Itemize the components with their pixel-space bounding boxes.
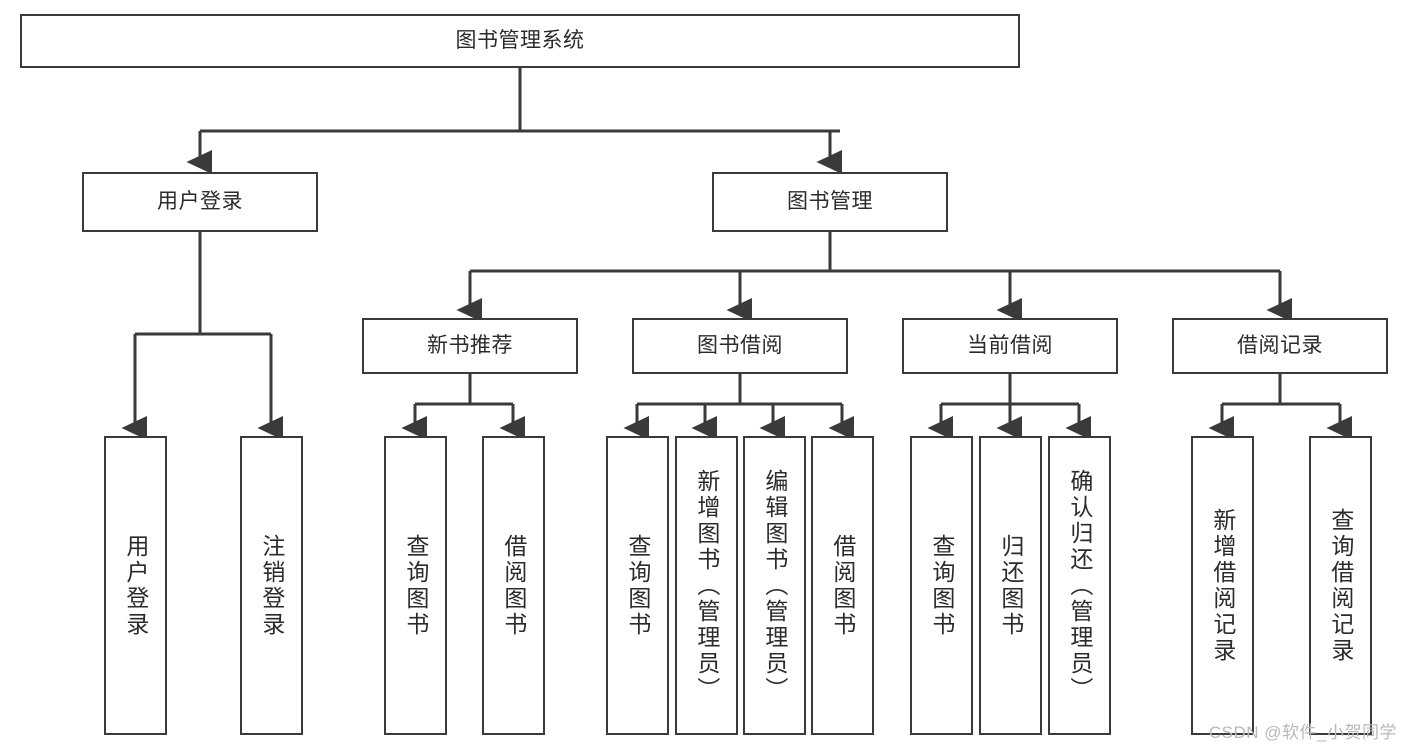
leaf-new-book-query-books[interactable]: 查询图书 (384, 436, 447, 735)
leaf-book-borrow-borrow-books[interactable]: 借阅图书 (811, 436, 874, 735)
leaf-current-borrow-return-books[interactable]: 归还图书 (979, 436, 1042, 735)
csdn-watermark: CSDN @软件_小贺同学 (1208, 723, 1397, 742)
node-new-book-recommendation[interactable]: 新书推荐 (362, 318, 578, 374)
leaf-current-borrow-confirm-return-admin[interactable]: 确认归还（管理员） (1048, 436, 1111, 735)
node-book-management[interactable]: 图书管理 (712, 172, 948, 232)
leaf-book-borrow-add-book-admin[interactable]: 新增图书（管理员） (675, 436, 738, 735)
leaf-new-book-borrow-books[interactable]: 借阅图书 (482, 436, 545, 735)
node-borrowing-record[interactable]: 借阅记录 (1172, 318, 1388, 374)
leaf-book-borrow-query-books[interactable]: 查询图书 (606, 436, 669, 735)
node-current-borrowing[interactable]: 当前借阅 (902, 318, 1118, 374)
leaf-borrow-record-query-record[interactable]: 查询借阅记录 (1309, 436, 1372, 735)
node-user-login[interactable]: 用户登录 (82, 172, 318, 232)
leaf-user-login-signin[interactable]: 用户登录 (104, 436, 167, 735)
node-book-borrowing[interactable]: 图书借阅 (632, 318, 848, 374)
leaf-user-login-signout[interactable]: 注销登录 (240, 436, 303, 735)
leaf-borrow-record-add-record[interactable]: 新增借阅记录 (1191, 436, 1254, 735)
leaf-book-borrow-edit-book-admin[interactable]: 编辑图书（管理员） (743, 436, 806, 735)
leaf-current-borrow-query-books[interactable]: 查询图书 (910, 436, 973, 735)
node-root-book-management-system[interactable]: 图书管理系统 (20, 14, 1020, 68)
